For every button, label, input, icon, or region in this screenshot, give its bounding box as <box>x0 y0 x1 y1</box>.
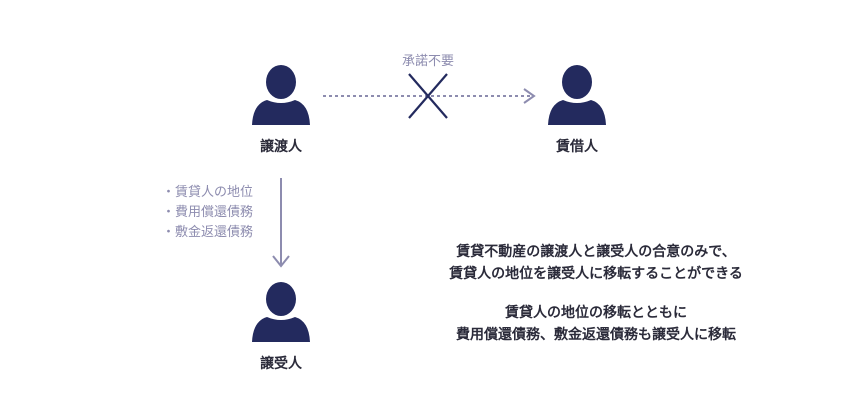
list-item: 賃貸人の地位 <box>162 183 253 203</box>
consent-not-required-label: 承諾不要 <box>401 54 455 69</box>
lessee-person-icon <box>548 65 606 125</box>
description-line: 費用償還債務、敷金返還債務も譲受人に移転 <box>456 327 736 343</box>
transferred-items-list: 賃貸人の地位 費用償還債務 敷金返還債務 <box>162 183 253 243</box>
list-item: 敷金返還債務 <box>162 223 253 243</box>
description-paragraph-2: 賃貸人の地位の移転とともに 費用償還債務、敷金返還債務も譲受人に移転 <box>456 302 736 346</box>
transferee-label: 譲受人 <box>260 356 302 372</box>
description-line: 賃貸人の地位を譲受人に移転することができる <box>449 266 743 282</box>
transferor-label: 譲渡人 <box>260 139 302 155</box>
description-line: 賃貸不動産の譲渡人と譲受人の合意のみで、 <box>456 244 736 260</box>
cross-mark-icon <box>408 73 448 119</box>
description-paragraph-1: 賃貸不動産の譲渡人と譲受人の合意のみで、 賃貸人の地位を譲受人に移転することがで… <box>449 241 743 285</box>
list-item: 費用償還債務 <box>162 203 253 223</box>
description-line: 賃貸人の地位の移転とともに <box>505 305 687 321</box>
transferee-person-icon <box>252 282 310 342</box>
down-arrow <box>272 178 290 268</box>
transferor-person-icon <box>252 65 310 125</box>
lessee-label: 賃借人 <box>556 139 598 155</box>
